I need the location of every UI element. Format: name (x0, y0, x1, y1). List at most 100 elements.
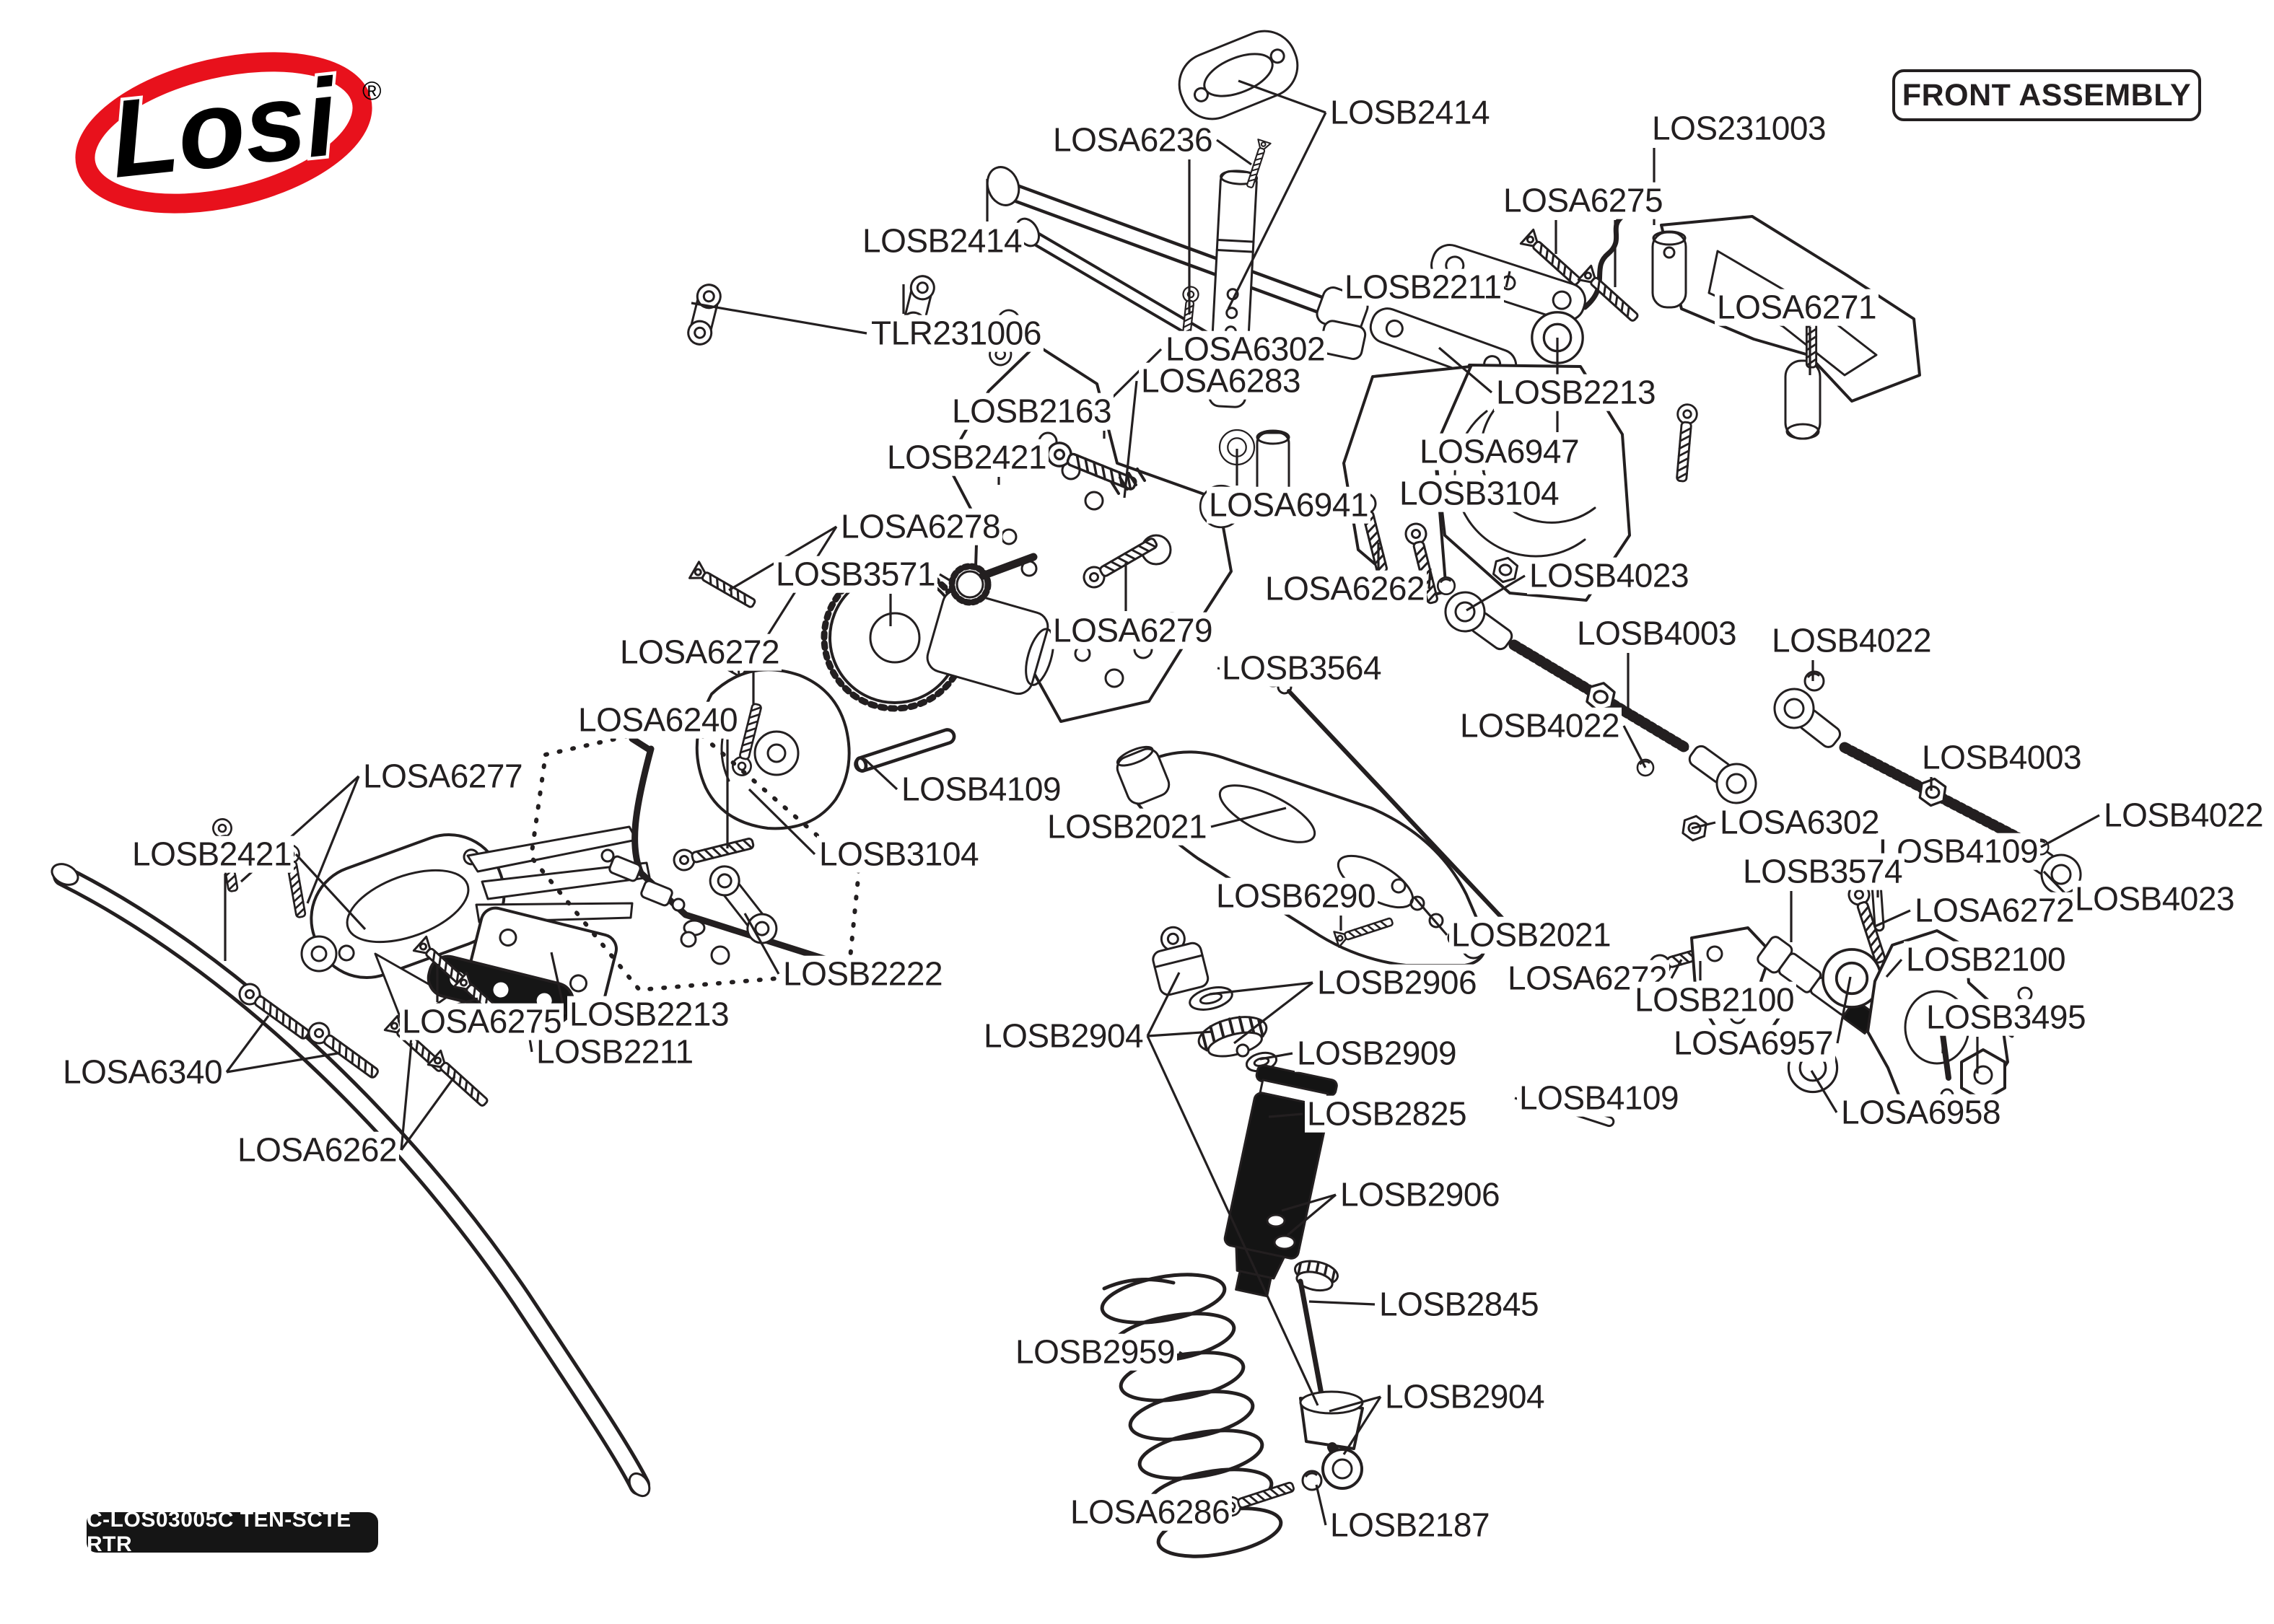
part-label-losa6957: LOSA6957 (1671, 1025, 1836, 1062)
leader-line (1315, 1484, 1327, 1526)
leader-line (1238, 79, 1326, 114)
part-label-losb2211: LOSB2211 (1342, 269, 1504, 306)
part-label-losb2421: LOSB2421 (130, 836, 294, 873)
part-label-losb2906: LOSB2906 (1338, 1177, 1503, 1213)
leader-line (1438, 346, 1493, 394)
part-label-losb2825: LOSB2825 (1305, 1096, 1469, 1133)
leader-line (939, 573, 955, 584)
part-label-los231003: LOS231003 (1650, 110, 1829, 147)
part-label-losa6302: LOSA6302 (1163, 331, 1328, 368)
part-label-losb2906: LOSB2906 (1315, 965, 1479, 1001)
leader-line (1209, 981, 1313, 996)
part-label-losb2904: LOSB2904 (981, 1018, 1146, 1055)
losi-logo-graphic: Losi ® (75, 52, 382, 214)
leader-line (1885, 958, 1903, 978)
part-label-losb4023: LOSB4023 (1527, 558, 1692, 594)
leader-line (225, 1015, 270, 1073)
leader-line (294, 853, 367, 931)
leader-line (1691, 821, 1716, 830)
leader-line (1874, 909, 1911, 928)
part-label-losb3571: LOSB3571 (774, 556, 938, 593)
leader-line (1281, 1193, 1337, 1212)
leader-line (226, 1052, 338, 1074)
part-label-losb2100: LOSB2100 (1904, 942, 2068, 978)
part-label-losa6286: LOSA6286 (1068, 1494, 1233, 1531)
part-label-losb2414: LOSB2414 (1328, 95, 1492, 131)
part-label-losa6272: LOSA6272 (618, 634, 782, 671)
part-label-losa6277: LOSA6277 (361, 758, 525, 795)
leader-line (1413, 896, 1448, 936)
losi-logo: Losi ® (72, 43, 390, 221)
part-label-losb2421: LOSB2421 (885, 439, 1049, 476)
registered-mark: ® (362, 76, 382, 105)
part-label-losb2414: LOSB2414 (860, 223, 1025, 260)
part-label-losb3574: LOSB3574 (1741, 853, 1905, 890)
part-label-losb2021: LOSB2021 (1045, 809, 1210, 846)
part-label-losb4022: LOSB4022 (2102, 797, 2266, 834)
part-label-losb4023: LOSB4023 (2073, 881, 2237, 918)
part-label-losa6340: LOSA6340 (61, 1054, 225, 1091)
part-label-losb3495: LOSB3495 (1924, 999, 2089, 1036)
part-label-losa6262: LOSA6262 (235, 1132, 400, 1169)
part-code-box: C-LOS03005C TEN-SCTE RTR (87, 1508, 378, 1556)
leader-line (1308, 1300, 1376, 1306)
part-label-tlr231006: TLR231006 (869, 315, 1044, 352)
part-label-losb2021: LOSB2021 (1449, 917, 1614, 954)
part-label-losa6279: LOSA6279 (1051, 613, 1215, 649)
part-label-losa6941: LOSA6941 (1207, 487, 1371, 524)
assembly-title-box: FRONT ASSEMBLY (1892, 69, 2201, 121)
part-label-losb4109: LOSB4109 (1517, 1080, 1682, 1117)
part-label-losb2213: LOSB2213 (1494, 374, 1658, 411)
leader-line (1210, 807, 1287, 828)
leader-line (1286, 1193, 1337, 1237)
part-label-losb2845: LOSB2845 (1377, 1286, 1541, 1323)
part-label-losb6290: LOSB6290 (1214, 878, 1378, 915)
part-label-losa6278: LOSA6278 (839, 509, 1003, 545)
losi-wordmark: Losi (105, 56, 344, 201)
part-label-losb2909: LOSB2909 (1295, 1035, 1459, 1072)
leader-line (1466, 574, 1526, 612)
part-label-losa6236: LOSA6236 (1051, 122, 1215, 159)
part-label-losb4003: LOSB4003 (1920, 739, 2084, 776)
leader-line (1147, 1030, 1213, 1037)
part-label-losb2959: LOSB2959 (1013, 1334, 1178, 1371)
leader-line (1178, 1351, 1187, 1358)
part-label-losb3104: LOSB3104 (1397, 475, 1562, 512)
leader-line (1836, 976, 1852, 1044)
part-label-losa6272: LOSA6272 (1912, 892, 2077, 929)
part-label-losa6947: LOSA6947 (1417, 434, 1582, 470)
part-label-losb2213: LOSB2213 (567, 996, 732, 1033)
leader-line (1505, 271, 1511, 288)
part-label-losb2100: LOSB2100 (1632, 982, 1797, 1019)
part-label-losb4003: LOSB4003 (1575, 615, 1739, 652)
part-label-losa6275: LOSA6275 (400, 1004, 564, 1040)
part-label-losa6302: LOSA6302 (1718, 804, 1882, 841)
part-label-losa6958: LOSA6958 (1839, 1094, 2003, 1131)
leader-line (2040, 814, 2100, 848)
leader-line (743, 913, 780, 975)
leader-line (1268, 1112, 1303, 1118)
leader-line (1259, 1052, 1293, 1061)
leader-line (400, 1076, 456, 1151)
part-label-losb2222: LOSB2222 (781, 956, 945, 993)
leader-line (1427, 568, 1432, 589)
leader-line (1146, 972, 1181, 1037)
part-label-losb4022: LOSB4022 (1458, 708, 1622, 745)
leader-line (1342, 1396, 1382, 1455)
leader-line (1329, 1395, 1381, 1413)
part-label-losb3104: LOSB3104 (817, 836, 981, 873)
leader-line (1123, 380, 1138, 499)
part-label-losb4022: LOSB4022 (1770, 623, 1934, 659)
part-label-losa6275: LOSA6275 (1501, 183, 1666, 219)
leader-line (1622, 725, 1647, 768)
part-label-losb2211: LOSB2211 (534, 1034, 696, 1071)
part-label-losb2904: LOSB2904 (1383, 1379, 1547, 1415)
leader-line (691, 302, 867, 335)
part-label-losa6262: LOSA6262 (1263, 571, 1427, 607)
leader-line (306, 776, 360, 904)
part-label-losb2187: LOSB2187 (1328, 1507, 1492, 1544)
leader-line (1146, 1035, 1319, 1406)
leader-line (1227, 112, 1327, 310)
